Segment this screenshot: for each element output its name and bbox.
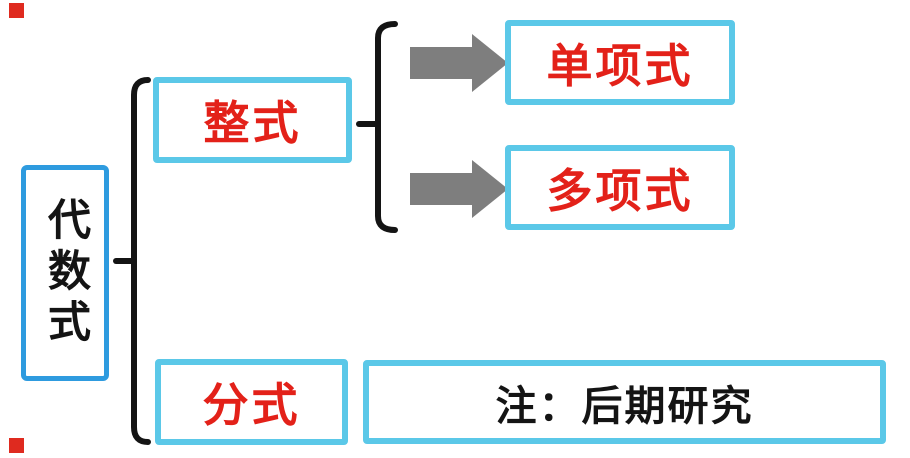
node-fenshi-label: 分式: [202, 378, 301, 432]
note-box: 注：后期研究: [363, 360, 886, 444]
node-root-label: 代数式: [40, 196, 91, 350]
node-duoxiangshi: 多项式: [505, 145, 735, 230]
node-duoxiangshi-label: 多项式: [546, 163, 694, 218]
node-danxiangshi: 单项式: [505, 20, 735, 105]
red-square-marker-top: [9, 3, 24, 18]
node-root-daishushi: 代数式: [21, 165, 109, 381]
right-arrow-icon-bottom: [410, 160, 508, 218]
node-danxiangshi-label: 单项式: [546, 38, 694, 93]
node-fenshi: 分式: [155, 359, 348, 445]
red-square-marker-bottom: [9, 438, 24, 453]
outer-brace-icon: [113, 77, 151, 445]
node-zhengshi: 整式: [153, 77, 352, 163]
note-label: 注：后期研究: [495, 382, 754, 430]
node-zhengshi-label: 整式: [203, 96, 302, 150]
right-arrow-icon-top: [410, 34, 508, 92]
inner-brace-icon: [356, 21, 398, 233]
